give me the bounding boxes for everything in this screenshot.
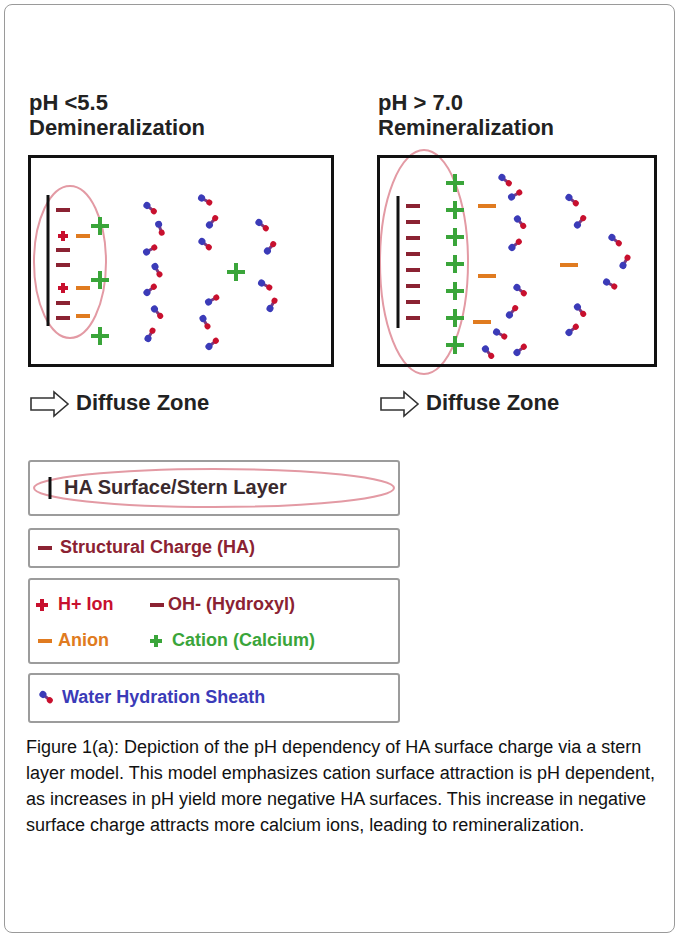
water-molecule: [197, 236, 213, 251]
charge-dash: [406, 268, 420, 272]
charge-dash: [56, 208, 70, 212]
plus-ion: [446, 228, 464, 246]
plus-ion: [446, 309, 464, 327]
charge-dash: [56, 248, 70, 252]
water-molecule: [142, 243, 159, 257]
water-molecule: [507, 237, 523, 252]
water-molecule: [507, 188, 524, 202]
water-molecule: [492, 327, 509, 341]
panel-heading: pH <5.5 Demineralization: [29, 90, 249, 141]
figure-caption: Figure 1(a): Depiction of the pH depende…: [26, 734, 656, 838]
legend-text: H+ Ion: [58, 594, 114, 615]
legend-text: Structural Charge (HA): [60, 537, 255, 558]
plus-swatch: [36, 599, 48, 611]
stern-layer-ellipse: [34, 186, 106, 338]
water-molecule: [204, 336, 220, 351]
charge-dash: [76, 234, 90, 238]
water-molecule: [512, 214, 527, 230]
zone-label: Diffuse Zone: [426, 390, 559, 416]
charge-dash: [560, 263, 578, 267]
charge-dash: [406, 300, 420, 304]
panel-heading: pH > 7.0 Remineralization: [378, 90, 598, 141]
diffuse-arrow: [31, 392, 68, 416]
charge-dash: [76, 314, 90, 318]
water-molecule: [204, 293, 221, 307]
water-molecule: [564, 192, 580, 207]
stern-layer-ellipse: [380, 150, 468, 374]
plus-ion: [58, 283, 68, 293]
charge-dash: [406, 236, 420, 240]
charge-dash: [56, 301, 70, 305]
water-molecule: [142, 282, 158, 297]
water-molecule: [480, 344, 495, 360]
ha-surface-line: [47, 195, 50, 326]
charge-dash: [406, 284, 420, 288]
water-molecule: [262, 240, 277, 256]
water-molecule: [572, 214, 587, 230]
water-molecule: [607, 232, 623, 247]
water-molecule: [38, 689, 54, 704]
water-molecule: [204, 214, 219, 230]
legend-text: Cation (Calcium): [172, 630, 315, 651]
charge-dash: [473, 320, 491, 324]
dash-swatch: [150, 603, 164, 607]
plus-ion: [446, 201, 464, 219]
water-molecule: [618, 253, 632, 270]
charge-dash: [406, 220, 420, 224]
charge-dash: [56, 263, 70, 267]
ha-surface-icon: [49, 477, 52, 499]
charge-dash: [406, 204, 420, 208]
water-molecule: [564, 322, 580, 337]
charge-dash: [406, 316, 420, 320]
water-molecule: [154, 220, 166, 237]
charge-dash: [56, 316, 70, 320]
plus-ion: [446, 255, 464, 273]
water-molecule: [572, 302, 587, 318]
water-molecule: [198, 314, 212, 331]
dash-swatch: [38, 639, 52, 643]
water-molecule: [257, 278, 274, 292]
panel-box: pH <5.5 Demineralization: [28, 155, 334, 367]
legend-text: Anion: [58, 630, 109, 651]
charge-dash: [478, 274, 496, 278]
water-molecule: [142, 200, 158, 215]
plus-ion: [227, 263, 245, 281]
plus-ion: [91, 271, 109, 289]
zone-label: Diffuse Zone: [76, 390, 209, 416]
water-molecule: [254, 217, 270, 232]
water-molecule: [602, 277, 619, 291]
plus-ion: [91, 217, 109, 235]
charge-dash: [76, 286, 90, 290]
water-molecule: [150, 262, 164, 279]
water-molecule: [512, 342, 528, 357]
charge-dash: [406, 252, 420, 256]
plus-ion: [446, 336, 464, 354]
water-molecule: [504, 304, 519, 320]
water-molecule: [149, 304, 164, 320]
water-molecule: [143, 326, 157, 343]
plus-ion: [91, 327, 109, 345]
plus-ion: [58, 231, 68, 241]
water-molecule: [512, 282, 528, 297]
ha-surface-line: [397, 196, 400, 328]
water-molecule: [197, 193, 214, 207]
stern-ellipse-icon: [34, 469, 394, 507]
plus-ion: [446, 174, 464, 192]
water-molecule: [265, 296, 279, 313]
legend-text: OH- (Hydroxyl): [168, 594, 295, 615]
diffuse-arrow: [381, 392, 418, 416]
legend-text: HA Surface/Stern Layer: [64, 476, 287, 499]
legend-frame: [28, 578, 400, 664]
dash-swatch: [38, 546, 52, 550]
panel-box: pH > 7.0 Remineralization: [377, 155, 657, 367]
plus-swatch: [150, 635, 162, 647]
charge-dash: [478, 204, 496, 208]
water-molecule: [497, 172, 513, 187]
legend-text: Water Hydration Sheath: [62, 687, 265, 708]
plus-ion: [446, 282, 464, 300]
